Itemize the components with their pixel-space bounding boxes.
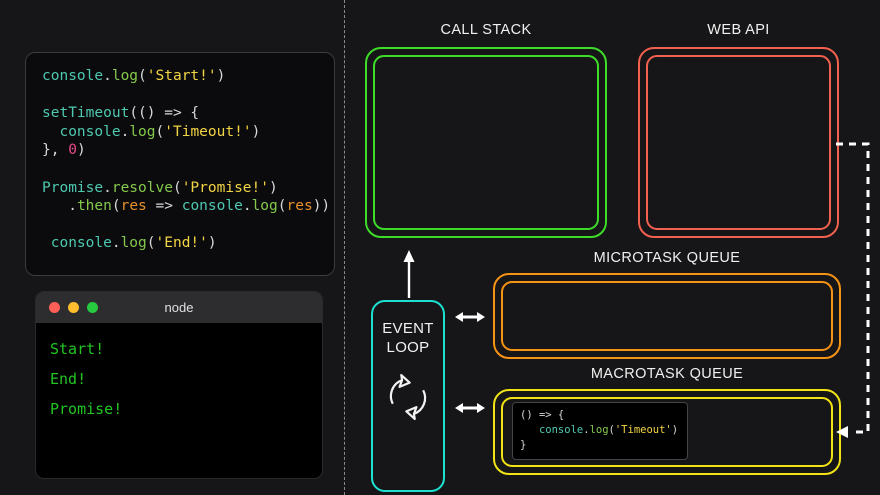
event-loop-to-microtask-arrow — [455, 312, 485, 322]
call-stack-label: CALL STACK — [440, 22, 532, 38]
terminal-output-line: Promise! — [50, 400, 123, 418]
macrotask-item[interactable]: () => { console.log('Timeout') } — [512, 402, 688, 460]
event-loop-box[interactable]: EVENT LOOP — [371, 300, 445, 492]
terminal-output-line: End! — [50, 370, 87, 388]
macrotask-queue-label: MACROTASK QUEUE — [590, 366, 744, 382]
terminal-output: Start! End! Promise! — [36, 323, 322, 478]
panel-divider — [344, 0, 345, 495]
close-button-icon[interactable] — [49, 302, 60, 313]
call-stack-box[interactable] — [365, 47, 607, 238]
source-code-card: console.log('Start!') setTimeout(() => {… — [25, 52, 335, 276]
microtask-queue-label: MICROTASK QUEUE — [593, 250, 741, 266]
terminal-window: node Start! End! Promise! — [35, 291, 323, 479]
web-api-to-macrotask-arrow — [836, 142, 870, 438]
maximize-button-icon[interactable] — [87, 302, 98, 313]
minimize-button-icon[interactable] — [68, 302, 79, 313]
event-loop-to-call-stack-arrow — [403, 250, 415, 298]
macrotask-item-code: () => { console.log('Timeout') } — [520, 409, 679, 451]
terminal-output-line: Start! — [50, 340, 105, 358]
event-loop-label-line-2: LOOP — [386, 339, 430, 356]
source-code-text: console.log('Start!') setTimeout(() => {… — [42, 68, 331, 252]
web-api-label: WEB API — [707, 22, 770, 38]
sync-loop-icon — [381, 370, 435, 429]
event-loop-to-macrotask-arrow — [455, 403, 485, 413]
event-loop-label-line-1: EVENT — [382, 320, 434, 337]
web-api-box[interactable] — [638, 47, 839, 238]
window-controls[interactable] — [49, 302, 98, 313]
terminal-title-bar: node — [36, 292, 322, 323]
microtask-queue-box[interactable] — [493, 273, 841, 359]
